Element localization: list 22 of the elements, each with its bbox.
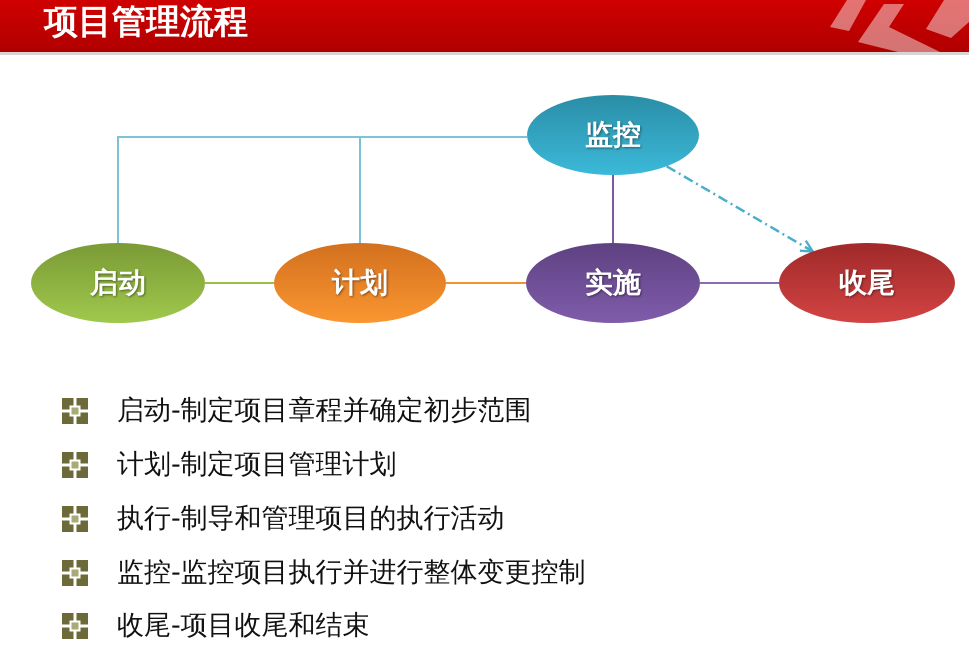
node-label: 启动 <box>90 265 146 301</box>
process-ellipse <box>779 243 955 323</box>
node-label: 实施 <box>585 265 641 301</box>
dashed-arrow <box>666 165 814 253</box>
list-item-text: 启动-制定项目章程并确定初步范围 <box>117 394 532 428</box>
process-ellipse <box>527 95 699 175</box>
process-ellipse <box>526 243 700 323</box>
node-label: 收尾 <box>839 265 895 301</box>
list-item-text: 执行-制导和管理项目的执行活动 <box>117 502 505 536</box>
process-ellipse <box>274 243 446 323</box>
connector-line <box>359 136 527 243</box>
connector-line <box>612 175 614 243</box>
node-label: 监控 <box>585 117 641 153</box>
process-ellipse <box>31 243 205 323</box>
connector-line <box>446 282 526 284</box>
connector-line <box>205 282 274 284</box>
connector-line <box>700 282 779 284</box>
list-item-text: 收尾-项目收尾和结束 <box>117 609 370 643</box>
node-label: 计划 <box>332 265 388 301</box>
title: 项目管理流程 <box>44 1 248 44</box>
list-item-text: 监控-监控项目执行并进行整体变更控制 <box>117 556 586 590</box>
list-item-text: 计划-制定项目管理计划 <box>117 448 397 482</box>
